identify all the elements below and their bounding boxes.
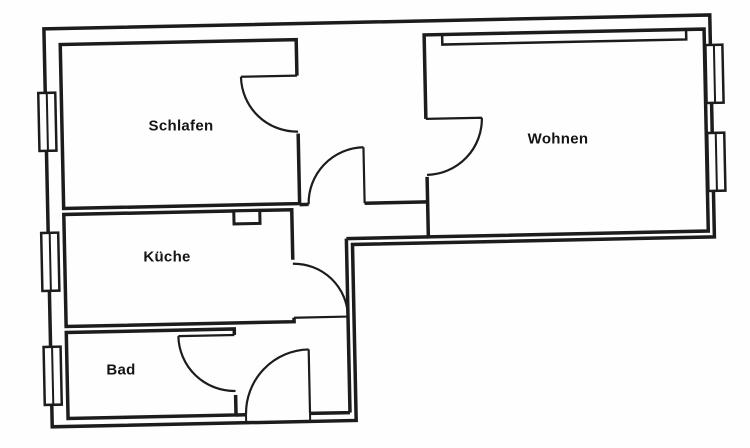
wohnen-window-top-pane [712,44,717,103]
room-label-wohnen: Wohnen [527,130,589,148]
kueche-room-outline [62,207,296,329]
left-windows [36,91,64,407]
schlafen-window-pane [45,92,49,151]
schlafen-room-outline [58,37,302,211]
entry-door-jambs [245,413,312,423]
exterior-wall [42,13,717,429]
corridor-inner-wall [235,235,429,417]
hall-door-icon [307,146,366,205]
hall-divider-wall [299,200,428,207]
kueche-door-icon [292,262,350,319]
wohnen-window-bottom-pane [714,132,718,191]
room-label-bad: Bad [106,361,136,379]
schlafen-door-icon [239,74,299,133]
plan-walls-group [36,13,727,429]
room-label-schlafen: Schlafen [148,117,214,135]
room-label-kueche: Küche [143,248,191,266]
wohnen-room-outline [422,27,711,239]
wohnen-wall-recess [440,29,688,46]
right-windows [704,43,727,193]
entry-door-icon [244,348,312,415]
bad-room-outline [64,327,238,421]
chimney-block [232,208,262,226]
kueche-window-pane [48,232,52,291]
bad-window-pane [51,346,55,405]
bad-door-icon [177,333,236,393]
wohnen-door-icon [425,116,483,176]
